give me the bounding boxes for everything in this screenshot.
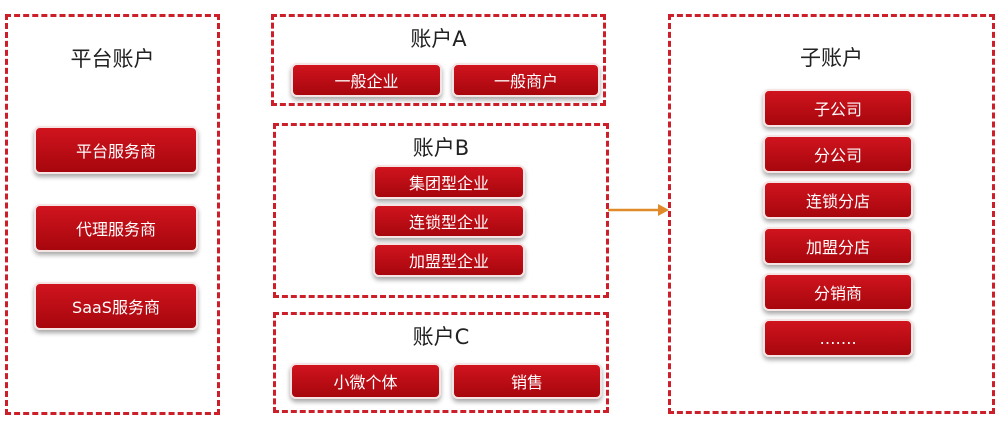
account-c-group: 账户C 小微个体 销售 <box>273 312 609 413</box>
more-ellipsis: ……. <box>763 319 913 357</box>
account-a-group: 账户A 一般企业 一般商户 <box>271 14 606 106</box>
platform-account-title: 平台账户 <box>70 47 155 71</box>
sub-account-title: 子账户 <box>800 46 863 70</box>
agent-service-provider: 代理服务商 <box>34 204 198 252</box>
franchise-store: 加盟分店 <box>763 227 913 265</box>
chain-store: 连锁分店 <box>763 181 913 219</box>
sales: 销售 <box>452 363 602 399</box>
sub-account-group: 子账户 子公司 分公司 连锁分店 加盟分店 分销商 ……. <box>668 14 995 414</box>
general-enterprise: 一般企业 <box>291 63 442 97</box>
arrow-right-icon <box>608 204 669 216</box>
group-enterprise: 集团型企业 <box>373 165 525 199</box>
account-c-title: 账户C <box>412 325 470 349</box>
account-b-group: 账户B 集团型企业 连锁型企业 加盟型企业 <box>273 123 609 298</box>
chain-enterprise: 连锁型企业 <box>373 204 525 238</box>
franchise-enterprise: 加盟型企业 <box>373 243 525 277</box>
account-a-title: 账户A <box>410 27 467 51</box>
platform-service-provider: 平台服务商 <box>34 126 198 174</box>
subsidiary: 子公司 <box>763 89 913 127</box>
general-merchant: 一般商户 <box>452 63 600 97</box>
account-b-title: 账户B <box>412 136 470 160</box>
distributor: 分销商 <box>763 273 913 311</box>
micro-individual: 小微个体 <box>290 363 441 399</box>
branch-company: 分公司 <box>763 135 913 173</box>
platform-account-group: 平台账户 平台服务商 代理服务商 SaaS服务商 <box>5 14 220 415</box>
saas-service-provider: SaaS服务商 <box>34 282 198 330</box>
